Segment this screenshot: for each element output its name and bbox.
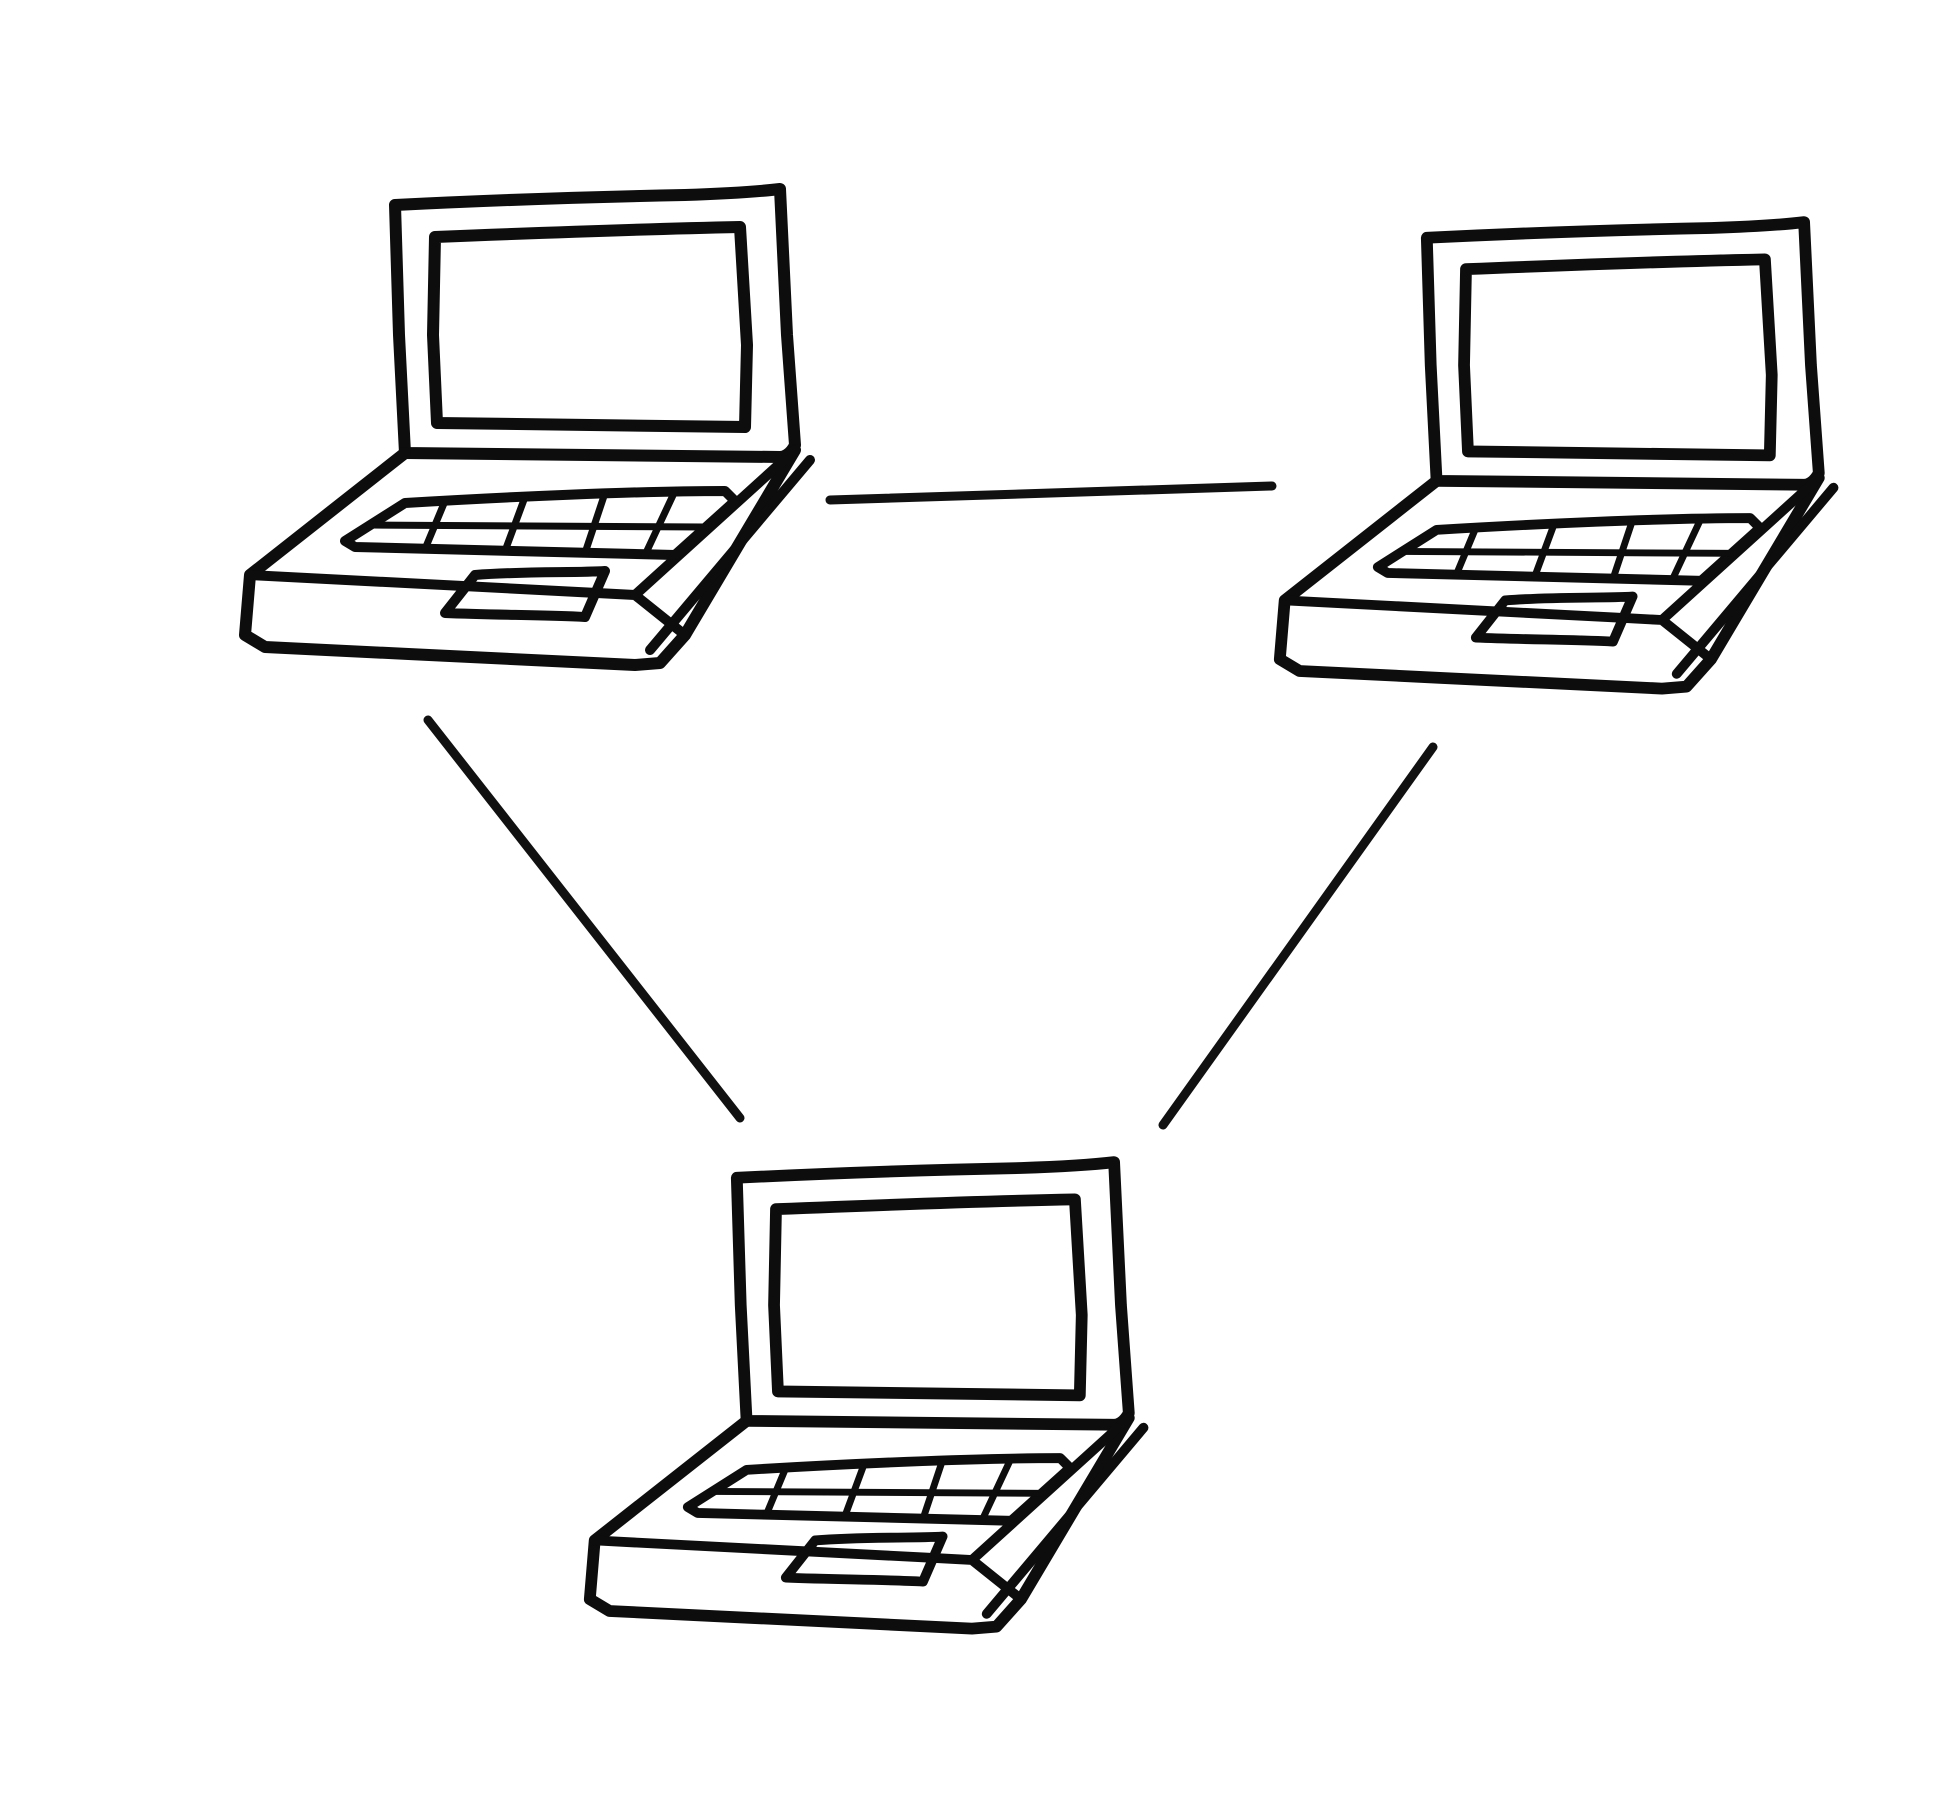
laptop-top-left xyxy=(245,189,810,665)
link-top-left-to-bottom xyxy=(423,715,745,1123)
link-top-left-to-top-right xyxy=(825,481,1277,505)
link-top-right-to-bottom xyxy=(1158,742,1438,1130)
laptop-icon xyxy=(245,189,810,665)
laptop-bottom xyxy=(590,1162,1144,1628)
laptop-icon xyxy=(590,1162,1144,1628)
laptop-top-right xyxy=(1280,222,1834,688)
laptop-icon xyxy=(1280,222,1834,688)
